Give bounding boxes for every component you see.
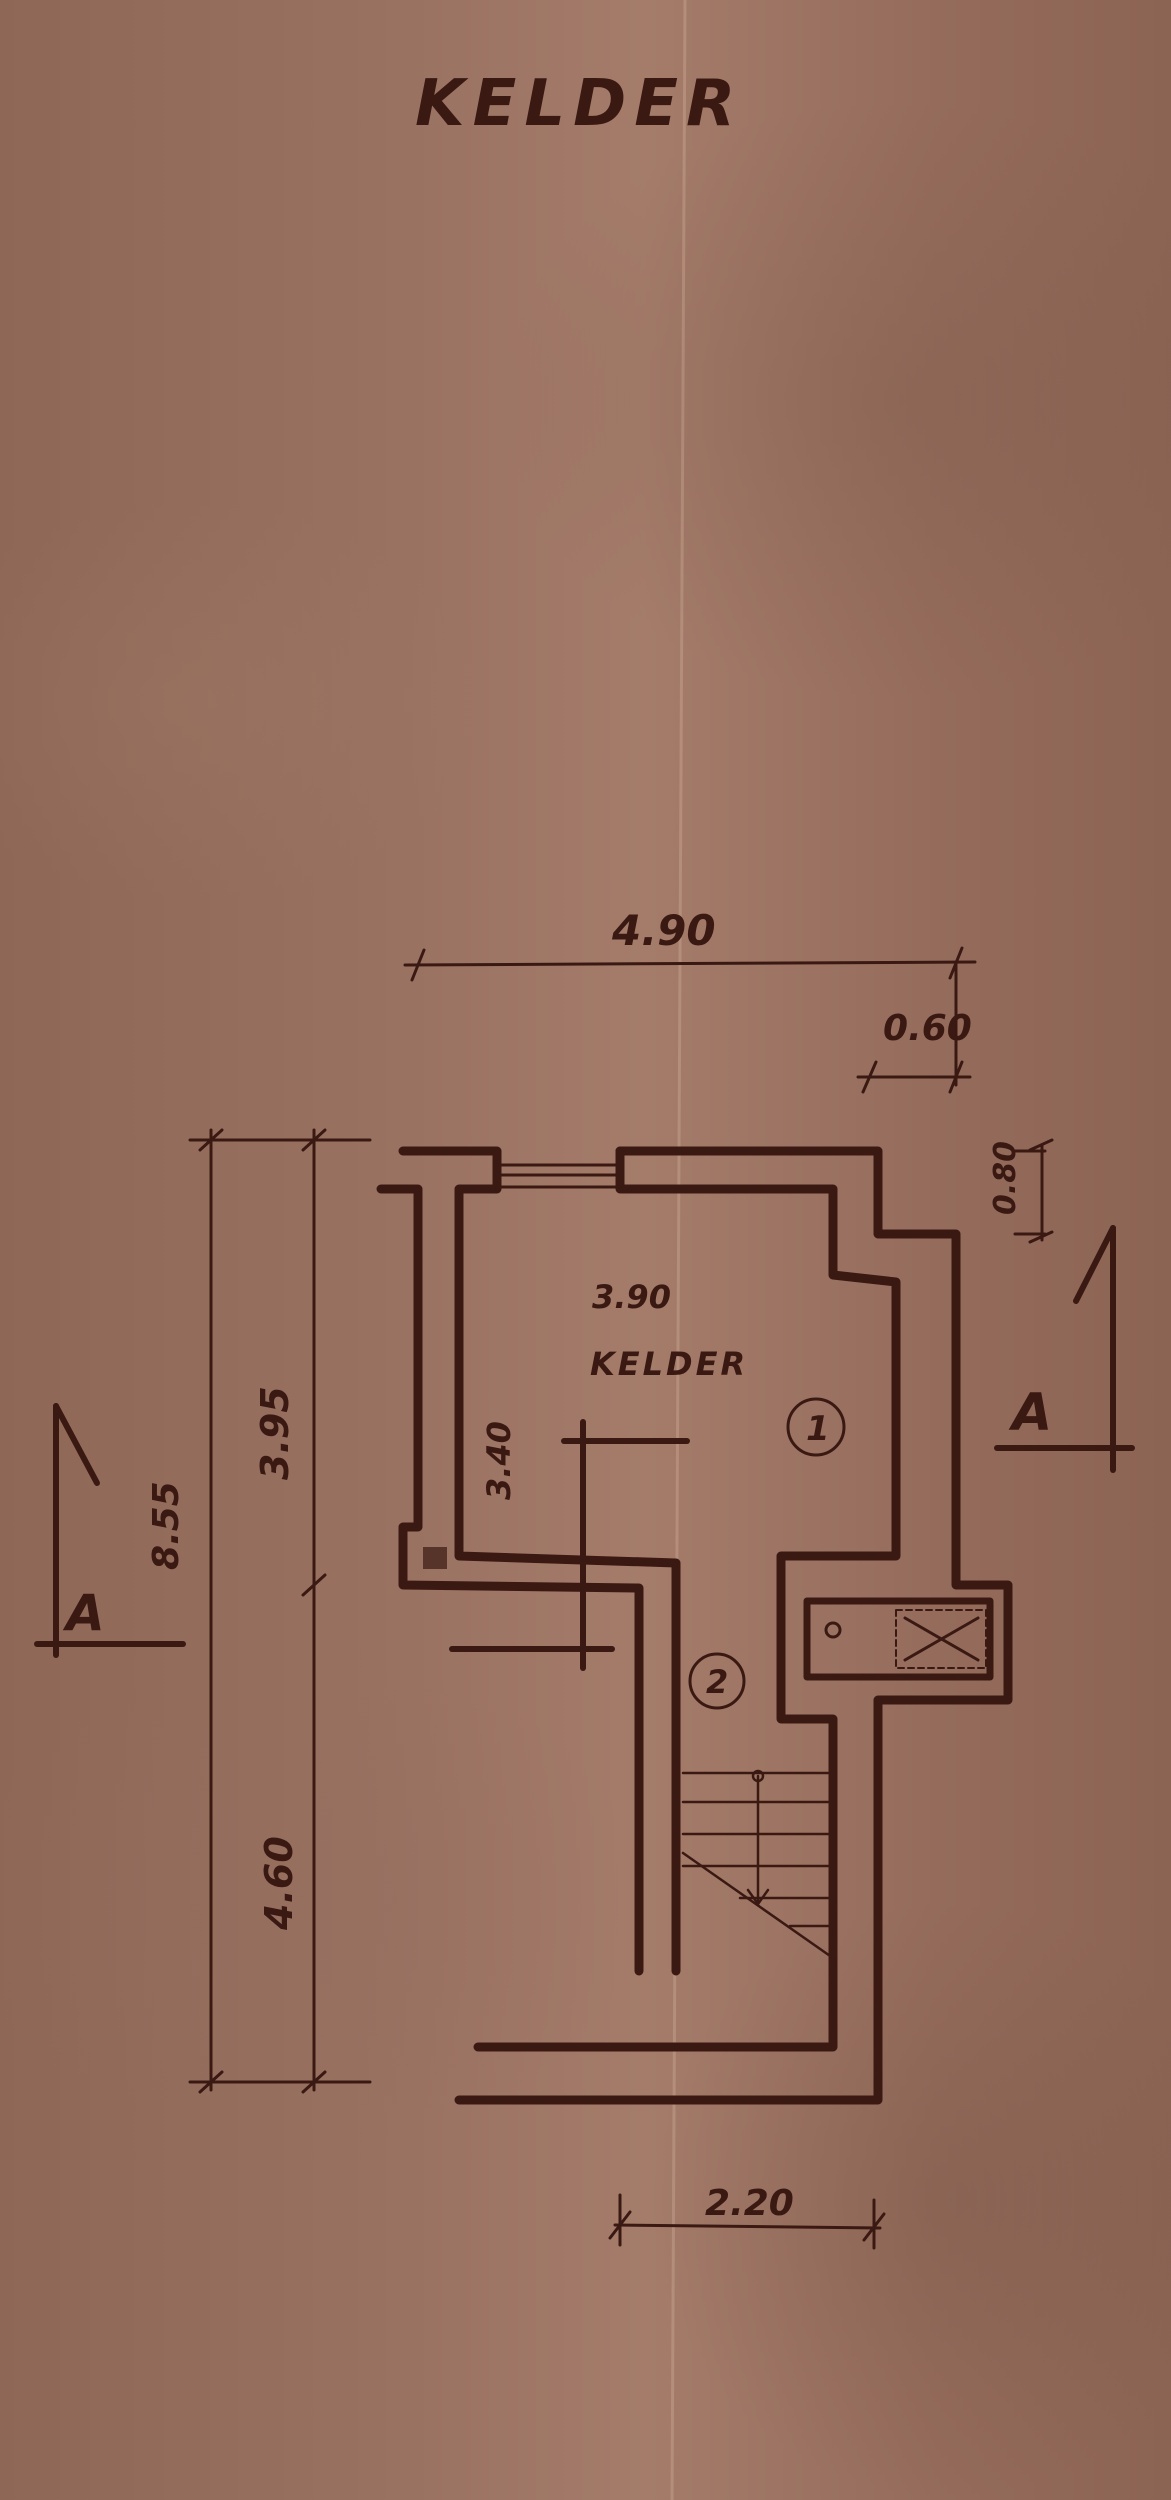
dimension-total-width-label: 4.90 [611, 906, 716, 955]
dimension-offset-depth [1013, 1138, 1054, 1244]
paper-fold [670, 0, 687, 2500]
room-2-marker [688, 1652, 746, 1710]
section-mark-right-label: A [1008, 1383, 1052, 1443]
shaft-square-icon [423, 1547, 447, 1569]
section-cut-lines [449, 1419, 690, 1671]
boiler-chimney-block [803, 1597, 994, 1681]
section-mark-left-label: A [62, 1584, 105, 1642]
room-name-label: KELDER [590, 1345, 748, 1383]
dimension-offset-depth-label: 0.80 [988, 1141, 1023, 1215]
dimension-total-width [403, 946, 977, 1087]
dimension-offset-width [856, 1060, 972, 1094]
dimension-lengths [188, 1128, 372, 2094]
dimension-upper-length-label: 3.95 [253, 1386, 297, 1480]
dimension-stair-width [608, 2193, 886, 2250]
dimension-lower-length-label: 4.60 [257, 1836, 301, 1931]
section-mark-right [994, 1225, 1135, 1473]
drawing-title: KELDER [415, 67, 743, 141]
dimension-stair-width-label: 2.20 [705, 2183, 794, 2224]
room-1-marker [786, 1397, 846, 1457]
dimension-total-length-label: 8.55 [146, 1481, 187, 1570]
room-depth-label: 3.40 [480, 1421, 518, 1500]
window [495, 1163, 622, 1189]
room-width-label: 3.90 [592, 1278, 671, 1316]
section-mark-left [34, 1403, 186, 1658]
dimension-offset-width-label: 0.60 [883, 1008, 972, 1049]
room-1-number: 1 [806, 1409, 830, 1449]
walls [376, 1146, 1013, 2105]
room-2-number: 2 [706, 1663, 728, 1701]
staircase [681, 1769, 835, 1960]
